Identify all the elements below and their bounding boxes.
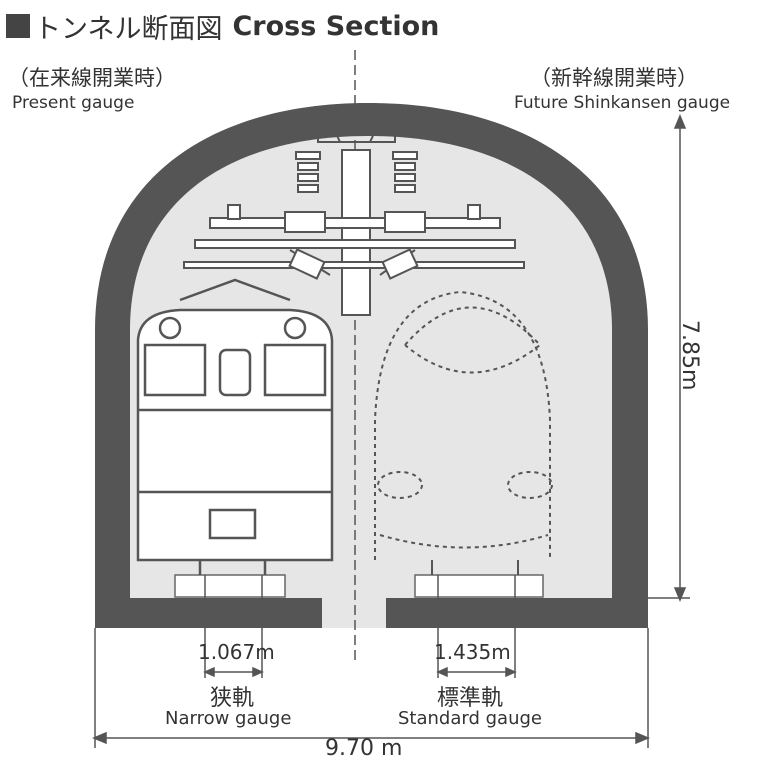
height-dimension: 7.85m [677, 320, 702, 391]
center-drain [322, 598, 386, 628]
dimension-lines [92, 114, 690, 748]
narrow-gauge-jp: 狭軌 [210, 686, 255, 711]
insulator-left [295, 151, 321, 193]
left-track-slab [174, 574, 286, 598]
standard-gauge-value: 1.435m [434, 640, 511, 664]
present-locomotive [136, 278, 334, 575]
title-japanese: トンネル断面図 [34, 13, 223, 45]
narrow-gauge-en: Narrow gauge [165, 708, 292, 729]
total-width-dimension: 9.70 m [325, 736, 403, 761]
right-label-en: Future Shinkansen gauge [514, 93, 731, 113]
shinkansen-outline [374, 290, 553, 560]
title-square-icon [6, 14, 30, 38]
standard-gauge-jp: 標準軌 [437, 686, 504, 711]
left-label-en: Present gauge [12, 93, 135, 113]
left-label-jp: （在来線開業時） [8, 66, 176, 90]
title-english: Cross Section [232, 10, 440, 42]
insulator-right [392, 151, 418, 193]
narrow-gauge-value: 1.067m [198, 640, 275, 664]
diagram-title: トンネル断面図 Cross Section [6, 8, 440, 45]
catenary-structure [183, 124, 525, 316]
right-label-jp: （新幹線開業時） [530, 66, 698, 90]
standard-gauge-en: Standard gauge [398, 708, 542, 729]
right-track-slab [414, 574, 544, 598]
